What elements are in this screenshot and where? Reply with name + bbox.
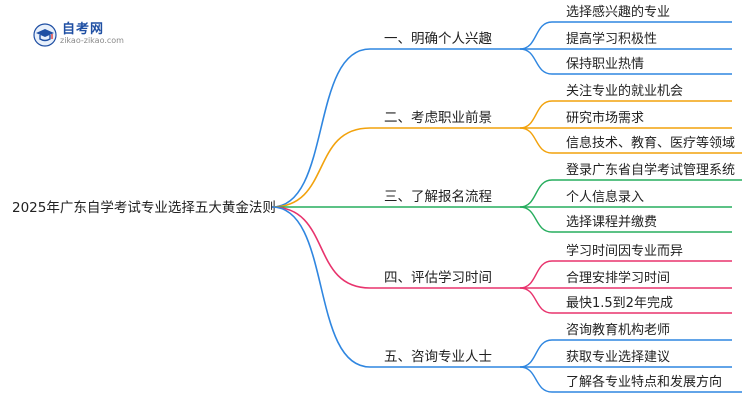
leaf-topic: 信息技术、教育、医疗等领域 xyxy=(566,135,735,151)
branch-topic: 二、考虑职业前景 xyxy=(384,109,492,126)
leaf-topic: 咨询教育机构老师 xyxy=(566,322,670,338)
leaf-topic: 关注专业的就业机会 xyxy=(566,83,683,99)
root-topic: 2025年广东自学考试专业选择五大黄金法则 xyxy=(12,200,276,216)
leaf-topic: 个人信息录入 xyxy=(566,189,644,205)
leaf-connector xyxy=(519,179,553,208)
leaf-connector xyxy=(519,21,553,50)
branch-connector xyxy=(271,206,371,289)
leaf-connector xyxy=(519,260,553,289)
leaf-topic: 最快1.5到2年完成 xyxy=(566,296,673,311)
leaf-connector xyxy=(519,339,553,368)
branch-connector xyxy=(271,48,371,208)
branch-topic: 五、咨询专业人士 xyxy=(384,349,492,365)
leaf-topic: 选择感兴趣的专业 xyxy=(566,4,670,20)
leaf-topic: 学习时间因专业而异 xyxy=(566,243,683,259)
leaf-topic: 保持职业热情 xyxy=(566,57,644,72)
branch-connector xyxy=(271,127,371,208)
leaf-connector xyxy=(519,206,553,233)
leaf-topic: 登录广东省自学考试管理系统 xyxy=(566,162,735,178)
leaf-topic: 获取专业选择建议 xyxy=(566,350,670,365)
branch-topic: 三、了解报名流程 xyxy=(384,189,492,205)
logo-title: 自考网 xyxy=(62,22,105,37)
leaf-topic: 合理安排学习时间 xyxy=(566,270,670,286)
branch-connector xyxy=(271,206,371,368)
site-logo: 自考网 zikao-zikao.com xyxy=(32,18,152,52)
leaf-topic: 了解各专业特点和发展方向 xyxy=(566,374,722,390)
graduation-cap-icon xyxy=(33,23,57,47)
leaf-topic: 研究市场需求 xyxy=(566,110,644,126)
branch-topic: 四、评估学习时间 xyxy=(384,270,492,286)
leaf-connector xyxy=(519,127,553,154)
leaf-connector xyxy=(519,366,553,393)
leaf-connector xyxy=(519,287,553,314)
leaf-connector xyxy=(519,48,553,75)
leaf-connector xyxy=(519,100,553,129)
leaf-topic: 提高学习积极性 xyxy=(566,31,657,47)
branch-topic: 一、明确个人兴趣 xyxy=(384,31,492,47)
logo-url: zikao-zikao.com xyxy=(60,36,124,45)
leaf-topic: 选择课程并缴费 xyxy=(566,215,657,230)
